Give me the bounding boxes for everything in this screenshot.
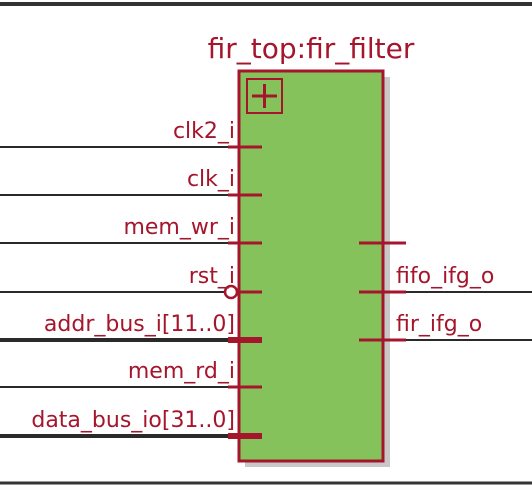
- input-port[interactable]: clk2_i: [0, 119, 262, 149]
- input-port[interactable]: data_bus_io[31..0]: [0, 408, 262, 439]
- input-port[interactable]: rst_i: [0, 264, 262, 300]
- output-port[interactable]: fir_ifg_o: [359, 312, 532, 342]
- input-port[interactable]: mem_rd_i: [0, 359, 262, 389]
- fir-filter-block[interactable]: [237, 69, 385, 463]
- input-port-label: rst_i: [189, 264, 235, 289]
- input-port[interactable]: clk_i: [0, 167, 262, 197]
- output-port-label: fir_ifg_o: [396, 312, 482, 337]
- input-port[interactable]: addr_bus_i[11..0]: [0, 312, 262, 343]
- output-port-label: fifo_ifg_o: [396, 264, 494, 289]
- input-port-label: addr_bus_i[11..0]: [44, 312, 235, 337]
- input-port-label: mem_wr_i: [123, 215, 235, 240]
- input-port-label: clk2_i: [173, 119, 235, 144]
- input-port-label: mem_rd_i: [128, 359, 235, 384]
- output-port[interactable]: fifo_ifg_o: [359, 264, 532, 294]
- input-port[interactable]: mem_wr_i: [0, 215, 262, 245]
- block-title: fir_top:fir_filter: [208, 32, 415, 65]
- plus-icon[interactable]: [246, 78, 283, 114]
- inversion-bubble: [223, 284, 239, 300]
- input-port-label: clk_i: [187, 167, 235, 192]
- input-port-label: data_bus_io[31..0]: [31, 408, 235, 433]
